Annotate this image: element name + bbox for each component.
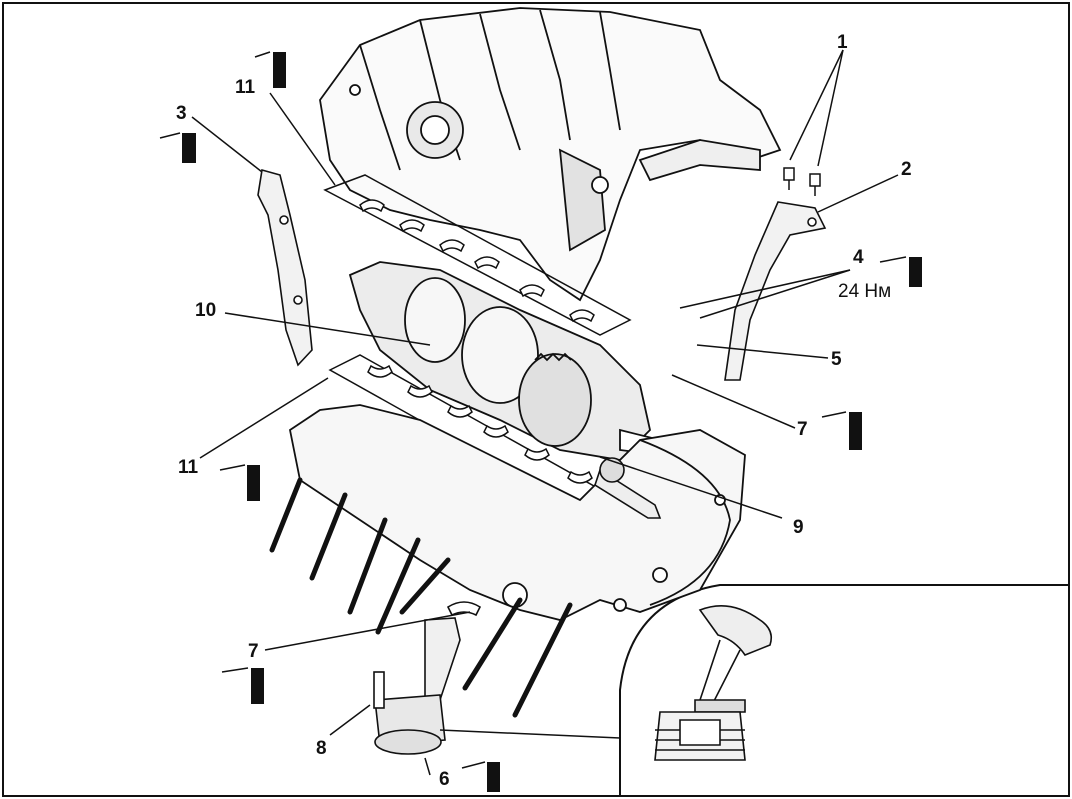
balancer-shaft xyxy=(594,457,662,519)
moly-oil-can-icon xyxy=(254,51,286,88)
callout-2: 2 xyxy=(901,159,912,180)
moly-oil-can-icon xyxy=(821,411,862,450)
callout-8: 8 xyxy=(316,738,327,759)
chain-guide-left xyxy=(257,168,313,367)
callout-5: 5 xyxy=(831,349,842,370)
upper-bearing-shells xyxy=(323,174,632,336)
torque-spec: 24 Нм xyxy=(838,281,892,302)
chain-guide-right xyxy=(724,201,827,381)
connecting-rod-piston xyxy=(373,601,482,755)
callout-3: 3 xyxy=(176,103,187,124)
oil-can-icon xyxy=(879,256,922,287)
conrod-detail-inset xyxy=(619,584,1069,796)
callout-10: 10 xyxy=(195,300,217,321)
leader-lines xyxy=(191,49,899,776)
moly-oil-can-icon xyxy=(221,667,264,704)
callout-4: 4 xyxy=(853,247,864,268)
callout-7-right: 7 xyxy=(797,419,808,440)
conrod-detail-drawing xyxy=(654,604,773,761)
callout-1: 1 xyxy=(837,32,848,53)
upper-crankcase xyxy=(319,7,782,302)
oil-can-icon xyxy=(461,761,500,792)
moly-oil-can-icon xyxy=(219,464,260,501)
callout-11-bottom: 11 xyxy=(178,457,199,478)
callout-9: 9 xyxy=(793,517,804,538)
callout-6: 6 xyxy=(439,769,450,790)
callout-7-left: 7 xyxy=(248,641,259,662)
oil-can-icon xyxy=(159,132,196,163)
crankcase-studs xyxy=(269,477,573,718)
callout-11-top: 11 xyxy=(235,77,256,98)
bolts xyxy=(783,167,821,196)
